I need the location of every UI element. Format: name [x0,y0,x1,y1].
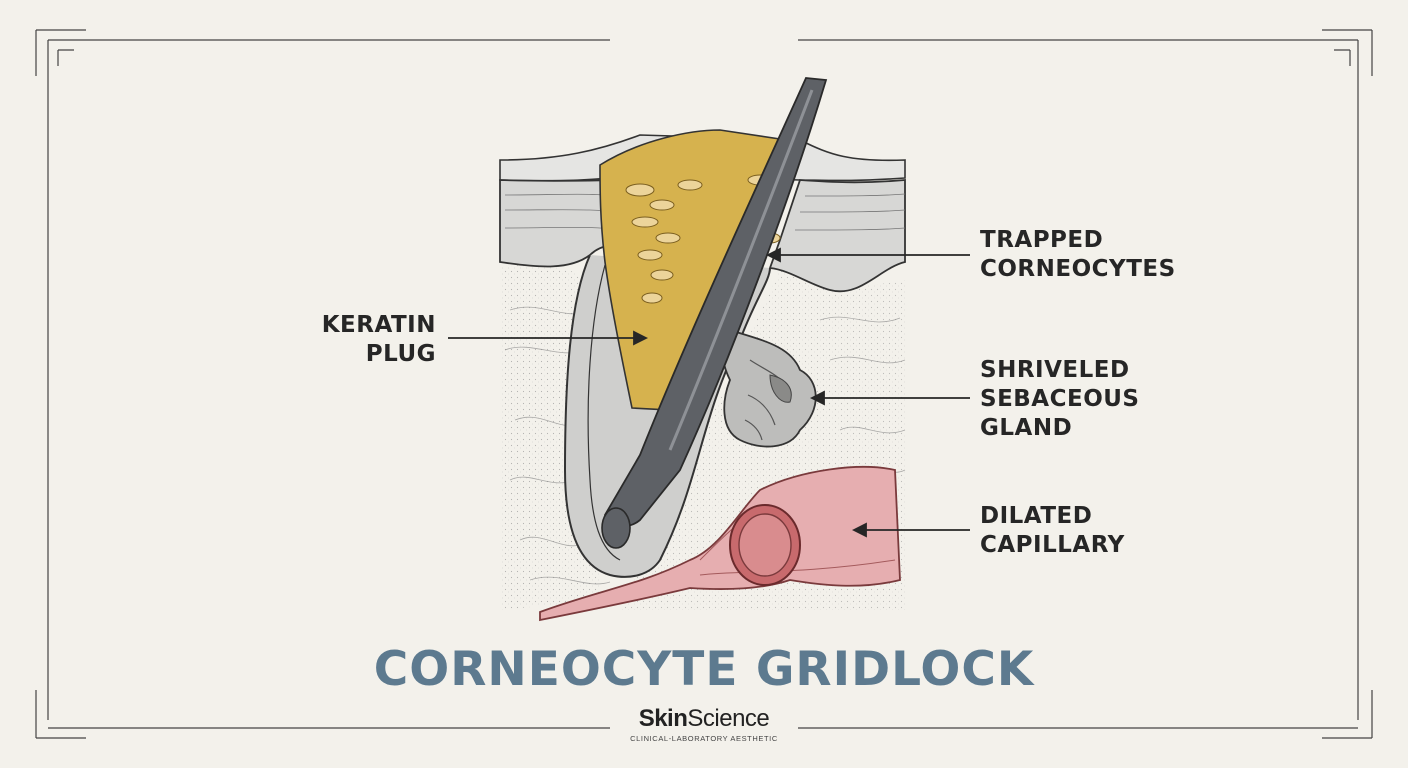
sebaceous-gland [721,328,817,448]
label-trapped-corneocytes: TRAPPED CORNEOCYTES [980,227,1176,282]
brand-logo: SkinScience CLINICAL-LABORATORY AESTHETI… [604,705,804,744]
brand-tagline: CLINICAL-LABORATORY AESTHETIC [630,734,778,743]
label-keratin-plug: KERATIN PLUG [321,312,436,367]
diagram-title: CORNEOCYTE GRIDLOCK [373,642,1035,697]
label-sebaceous-gland: SHRIVELED SEBACEOUS GLAND [980,357,1140,441]
brand-name: SkinScience [638,705,770,732]
label-capillary: DILATED CAPILLARY [980,503,1125,558]
capillary-vessel [539,466,901,622]
